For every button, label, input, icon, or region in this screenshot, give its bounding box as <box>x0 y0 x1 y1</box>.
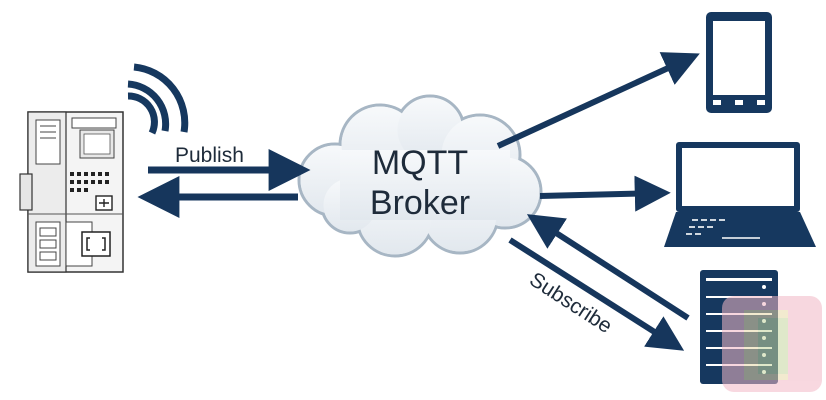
plc-controller-icon <box>19 111 124 273</box>
wifi-signal-icon <box>127 63 189 135</box>
broker-title-line1: MQTT <box>372 144 468 182</box>
arrow-to-laptop <box>539 175 671 212</box>
laptop-icon <box>664 142 816 247</box>
subscribe-arrow-from-server <box>526 214 690 321</box>
publish-label: Publish <box>175 144 244 167</box>
broker-title-line2: Broker <box>370 184 470 222</box>
smartphone-icon <box>706 12 772 113</box>
arrow-to-smartphone <box>496 52 700 149</box>
arrow-to-server <box>508 237 685 351</box>
watermark-logo-icon <box>722 296 822 392</box>
mqtt-broker-cloud: MQTT Broker <box>297 94 543 258</box>
